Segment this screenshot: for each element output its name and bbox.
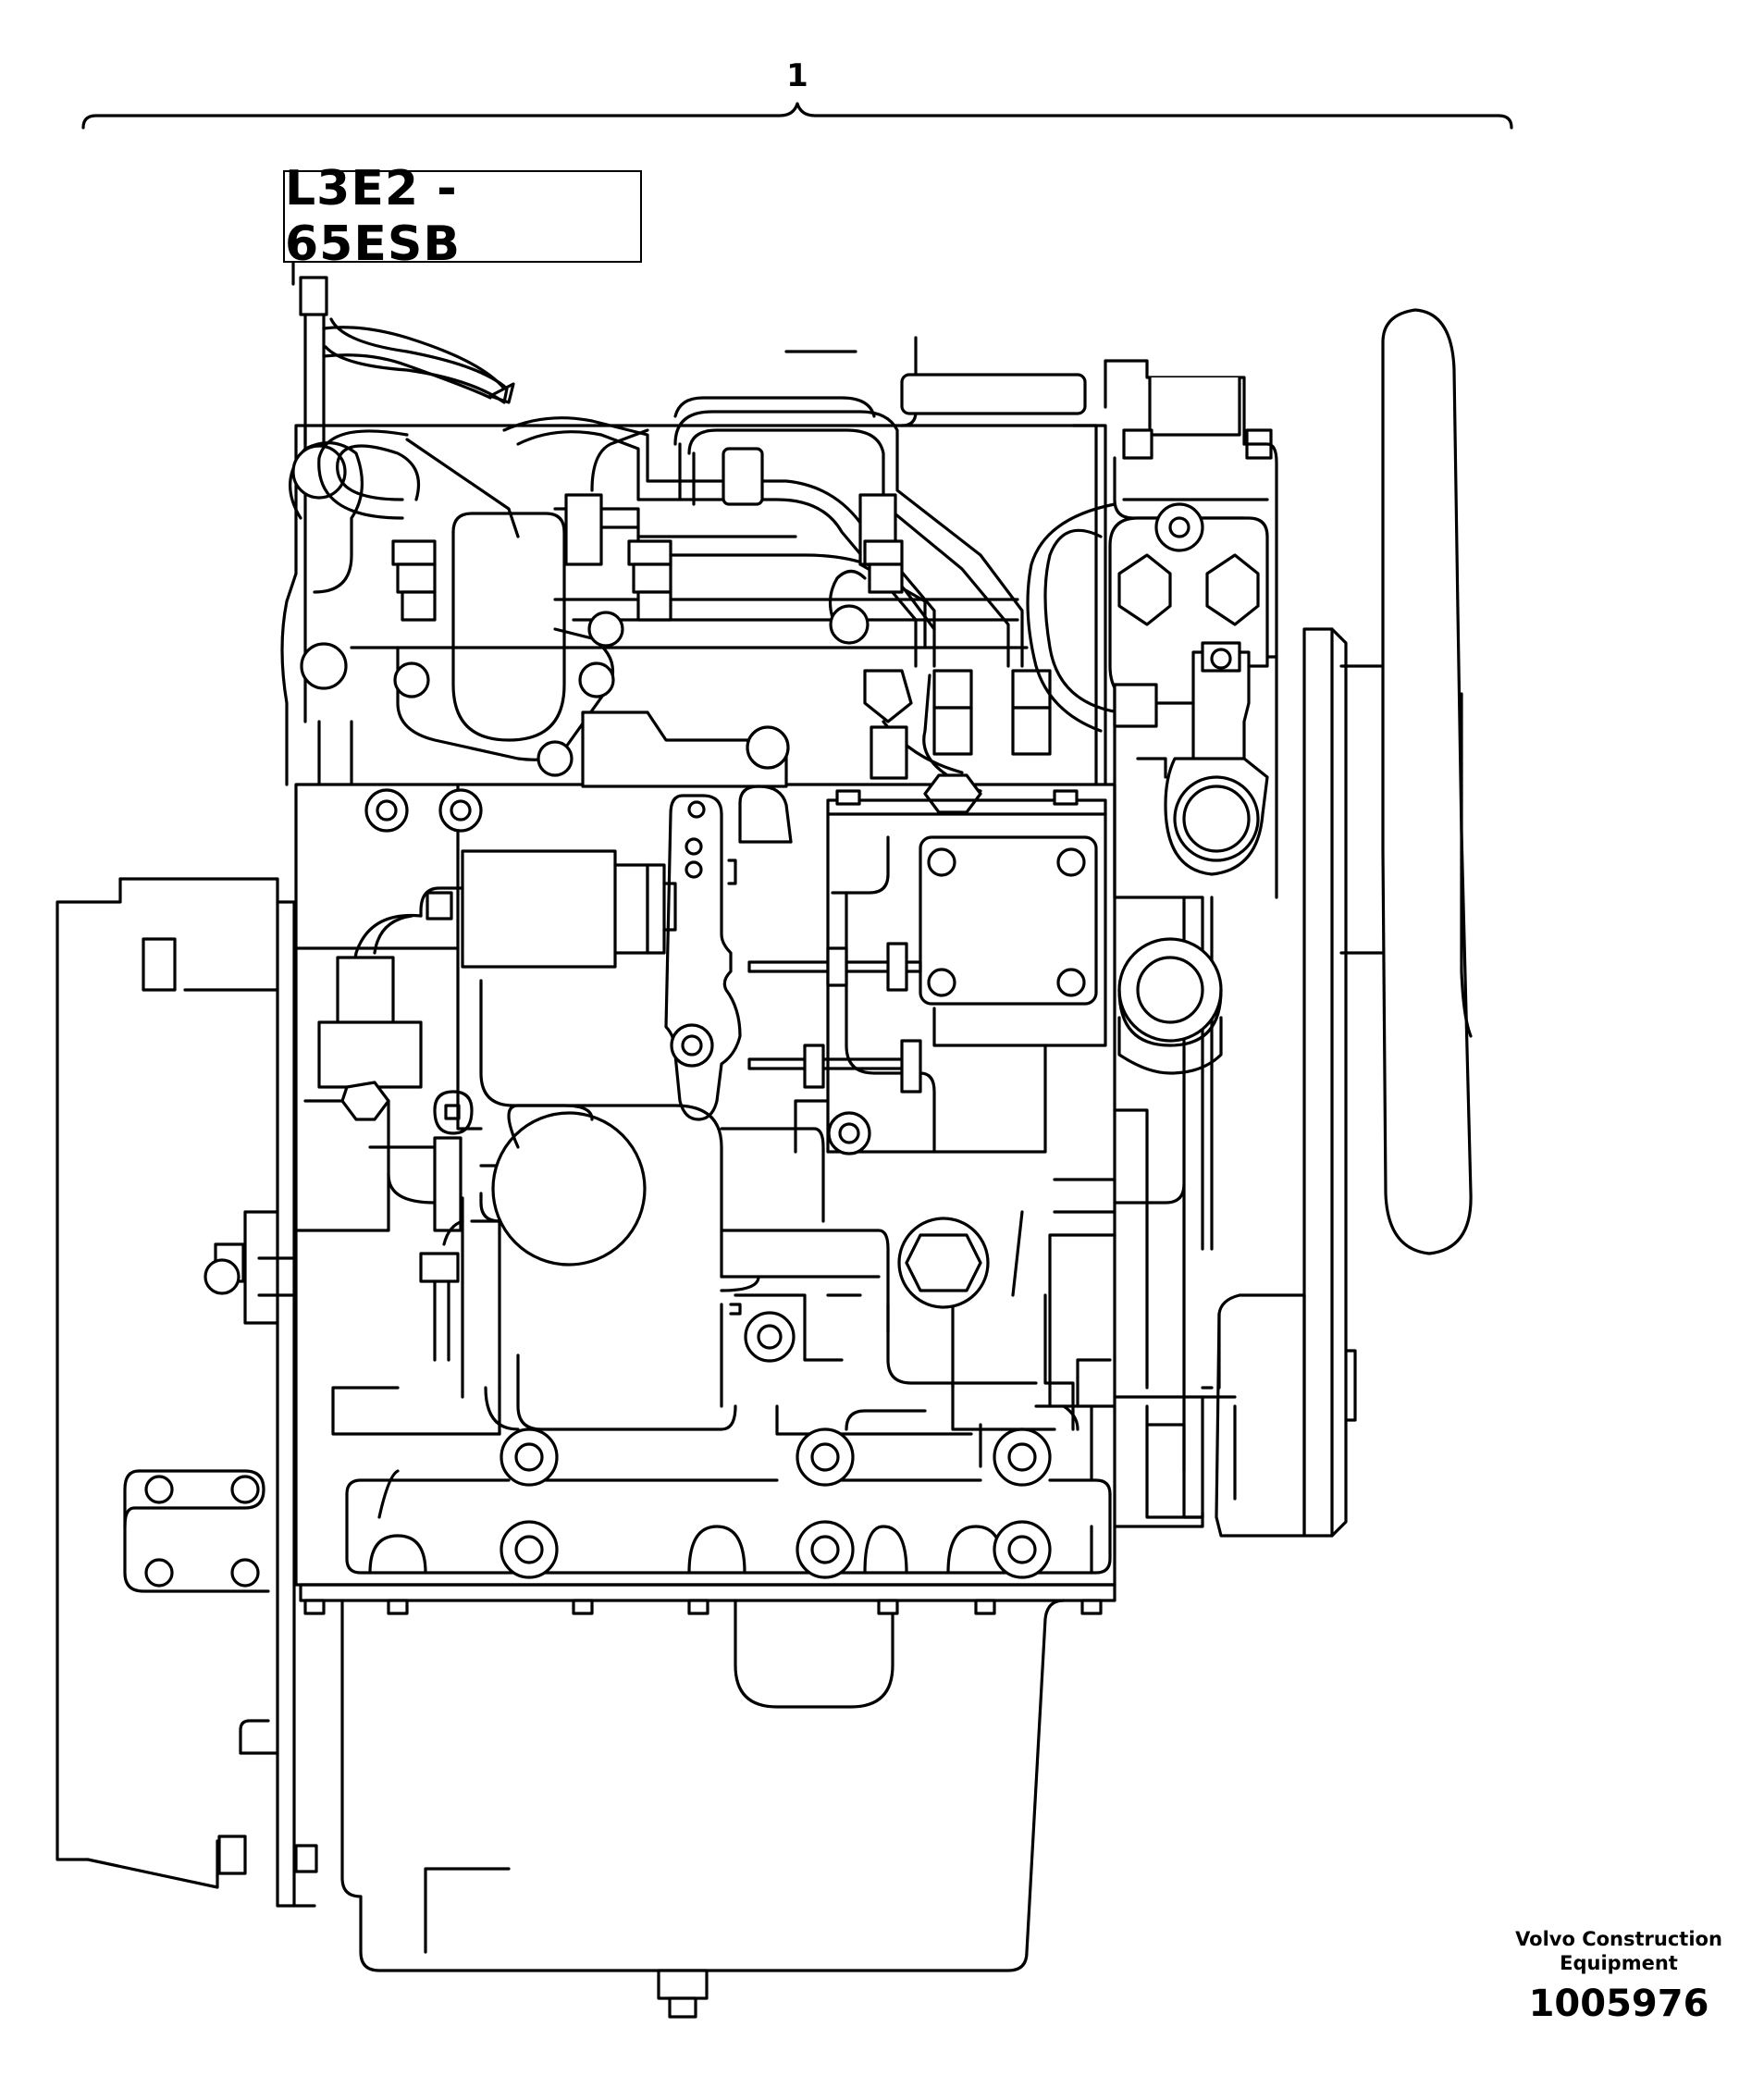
- company-name: Volvo Construction Equipment: [1499, 1927, 1739, 1975]
- oil-pan: [299, 1583, 1116, 2019]
- stop-solenoid: [317, 849, 677, 1121]
- oil-filter: [419, 1090, 647, 1362]
- cooling-fan: [1339, 308, 1473, 1255]
- governor-linkage: [664, 785, 922, 1121]
- cylinder-head: [280, 336, 1107, 786]
- lower-frame-rail: [331, 1358, 1112, 1575]
- callout-brace: [81, 102, 1513, 130]
- injection-lines: [299, 276, 1024, 793]
- company-name-line-2: Equipment: [1560, 1952, 1678, 1974]
- flywheel-housing: [56, 877, 318, 1908]
- alternator-bracket: [1104, 359, 1278, 1528]
- callout-number: 1: [786, 57, 808, 94]
- water-pump: [1026, 502, 1269, 876]
- drain-plug: [897, 1217, 990, 1309]
- company-name-line-1: Volvo Construction: [1515, 1928, 1722, 1950]
- top-hoses: [324, 317, 876, 418]
- model-label: L3E2 - 65ESB: [285, 161, 461, 272]
- fan-belt: [1215, 627, 1357, 1538]
- rail-bolts: [500, 1311, 1052, 1579]
- block-bolts: [204, 788, 871, 1297]
- crank-pulley: [1117, 937, 1223, 1075]
- model-label-box: L3E2 - 65ESB: [283, 161, 642, 272]
- injectors: [391, 539, 1052, 814]
- top-flanges: [289, 441, 790, 788]
- figure-number: 1005976: [1528, 1983, 1709, 2025]
